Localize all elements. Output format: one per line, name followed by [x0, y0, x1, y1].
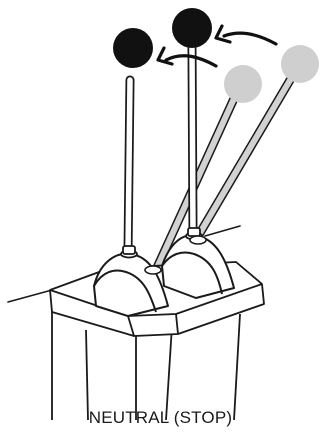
knob-right — [172, 8, 212, 48]
ghost-pivot-right — [189, 235, 207, 245]
control-base-column — [51, 300, 262, 421]
console-surface-lines — [7, 225, 241, 303]
lever-pivot-left — [120, 245, 138, 259]
ghost-pivot-left — [144, 265, 162, 275]
ghost-knob-right — [281, 45, 319, 83]
ghost-lever-right — [192, 45, 319, 243]
lever-left — [113, 28, 153, 257]
curved-arrow-icon — [214, 24, 278, 46]
knob-left — [113, 28, 153, 68]
ghost-knob-left — [224, 65, 262, 103]
curved-arrow-icon — [156, 46, 218, 68]
lever-right — [172, 8, 212, 237]
caption-neutral-stop: NEUTRAL (STOP) — [88, 408, 233, 427]
